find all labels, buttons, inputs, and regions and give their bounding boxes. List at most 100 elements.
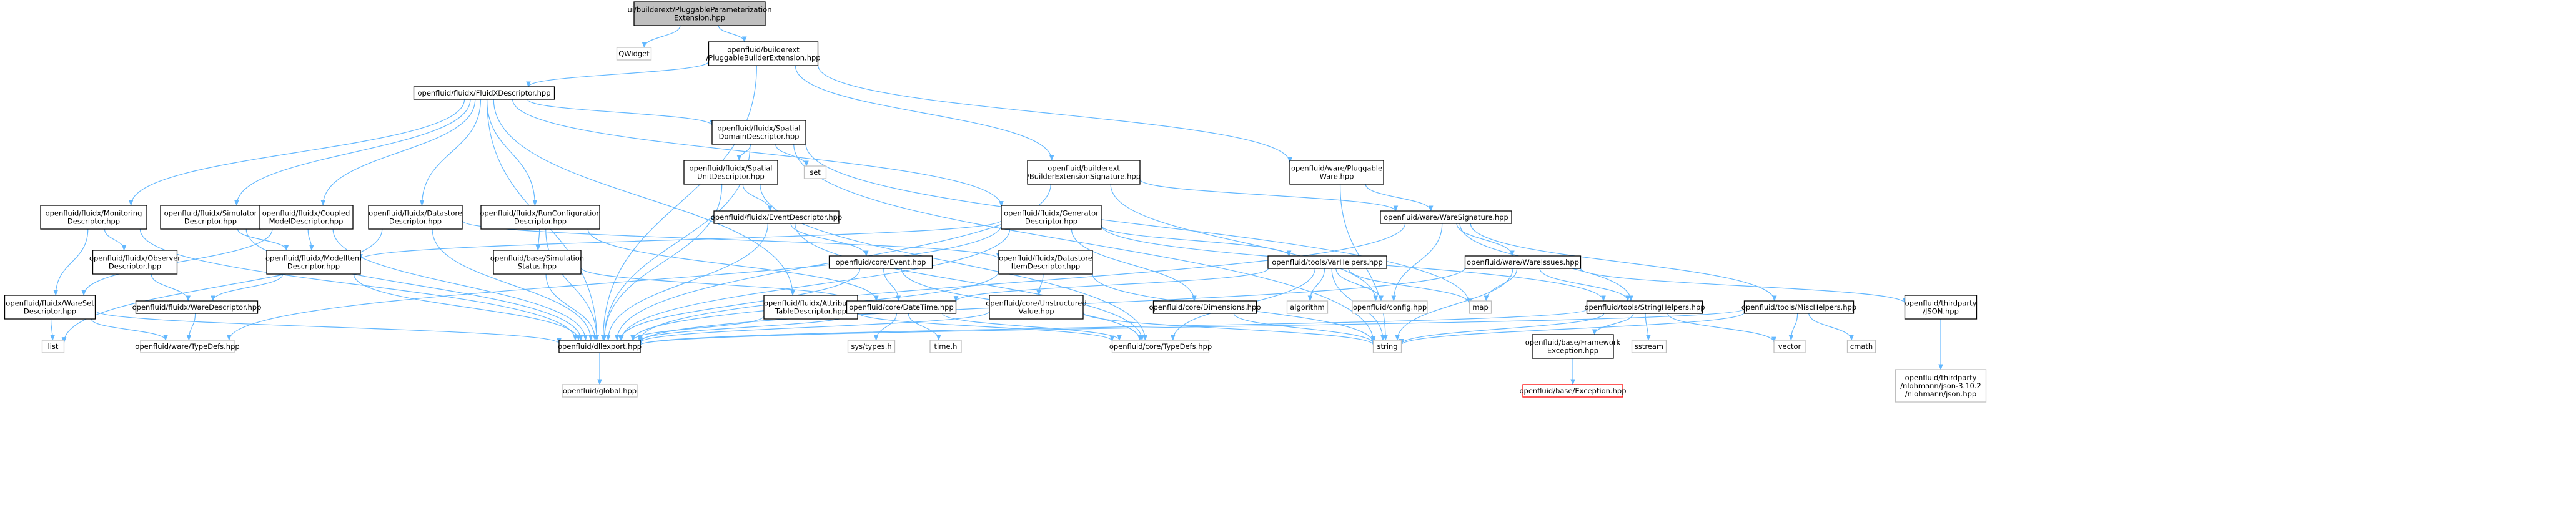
node-vh-label-line: openfluid/tools/VarHelpers.hpp <box>1272 258 1383 267</box>
edge-uv-to-dll <box>638 311 990 344</box>
node-mid-label-line: Descriptor.hpp <box>287 262 340 271</box>
node-vh[interactable]: openfluid/tools/VarHelpers.hpp <box>1267 255 1387 269</box>
node-dt-box <box>846 300 957 314</box>
node-ws-label-line: openfluid/ware/WareSignature.hpp <box>1384 213 1508 222</box>
node-rcd[interactable]: openfluid/fluidx/RunConfigurationDescrip… <box>480 205 601 230</box>
node-cmd-label-line: openfluid/fluidx/Coupled <box>262 209 350 218</box>
node-bes-label-line: openfluid/builderext <box>1048 164 1120 173</box>
node-dim-box <box>1152 300 1257 314</box>
node-sud[interactable]: openfluid/fluidx/SpatialUnitDescriptor.h… <box>683 160 778 185</box>
edge-md-to-wsd <box>53 228 89 296</box>
node-vector-box <box>1773 340 1806 353</box>
node-root: ui/builderext/PluggableParameterizationE… <box>627 1 772 26</box>
node-bes[interactable]: openfluid/builderext/BuilderExtensionSig… <box>1027 160 1141 185</box>
node-algorithm: algorithm <box>1286 300 1329 314</box>
edge-sdd-to-map <box>805 144 1472 305</box>
node-nlohmann: openfluid/thirdparty/nlohmann/json-3.10.… <box>1895 369 1987 403</box>
node-sdd-label-line: openfluid/fluidx/Spatial <box>718 124 801 133</box>
edge-ce-to-dll <box>618 268 861 341</box>
node-sh-label-line: openfluid/tools/StringHelpers.hpp <box>1584 303 1705 312</box>
edge-sh-to-vector <box>1667 313 1776 343</box>
node-dsid[interactable]: openfluid/fluidx/DatastoreItemDescriptor… <box>998 250 1093 275</box>
node-config-box <box>1352 300 1428 314</box>
node-wi[interactable]: openfluid/ware/WareIssues.hpp <box>1464 255 1582 269</box>
node-sud-label-line: UnitDescriptor.hpp <box>697 172 765 181</box>
edge-fxd-to-md <box>128 99 465 206</box>
node-set: set <box>803 165 827 179</box>
node-json[interactable]: openfluid/thirdparty/JSON.hpp <box>1904 295 1978 320</box>
edge-bes-to-ws <box>1139 179 1399 212</box>
edge-gd-to-wtd <box>227 224 1002 341</box>
node-fxd-label-line: openfluid/fluidx/FluidXDescriptor.hpp <box>417 89 550 97</box>
node-string-box <box>1372 340 1402 353</box>
node-mh-box <box>1743 300 1855 314</box>
node-fxd[interactable]: openfluid/fluidx/FluidXDescriptor.hpp <box>413 86 555 100</box>
node-dsid-label-line: ItemDescriptor.hpp <box>1011 262 1080 271</box>
node-list-box <box>41 340 65 353</box>
edge-simd-to-mid <box>237 228 289 251</box>
node-sh[interactable]: openfluid/tools/StringHelpers.hpp <box>1584 300 1705 314</box>
node-pbe[interactable]: openfluid/builderext/PluggableBuilderExt… <box>706 41 821 66</box>
node-sdd[interactable]: openfluid/fluidx/SpatialDomainDescriptor… <box>711 120 806 145</box>
node-dim[interactable]: openfluid/core/Dimensions.hpp <box>1149 300 1261 314</box>
edge-gd-to-dim <box>1071 228 1197 302</box>
node-md[interactable]: openfluid/fluidx/MonitoringDescriptor.hp… <box>40 205 147 230</box>
node-wtd-box <box>140 340 235 353</box>
node-atd-label-line: TableDescriptor.hpp <box>775 307 846 316</box>
node-qwidget: QWidget <box>616 47 652 61</box>
node-bes-box <box>1027 160 1141 185</box>
node-gd-label-line: Descriptor.hpp <box>1025 217 1077 226</box>
node-atd[interactable]: openfluid/fluidx/AttributesTableDescript… <box>763 295 858 320</box>
node-ws[interactable]: openfluid/ware/WareSignature.hpp <box>1380 210 1512 224</box>
edge-dt-to-ctd <box>942 313 1122 341</box>
node-od-label-line: openfluid/fluidx/Observer <box>89 254 181 263</box>
node-root-label-line: ui/builderext/PluggableParameterization <box>627 6 771 14</box>
edge-sdd-to-set <box>775 144 809 167</box>
node-bss-box <box>493 250 582 275</box>
edge-vh-to-algorithm <box>1307 268 1325 302</box>
node-wd[interactable]: openfluid/fluidx/WareDescriptor.hpp <box>132 300 262 314</box>
edge-ed-to-dll <box>605 223 768 341</box>
node-list-label-line: list <box>48 342 59 351</box>
edge-md-to-od <box>104 228 127 251</box>
edge-pw-to-ws <box>1365 184 1434 212</box>
edge-vh-to-config <box>1335 268 1384 302</box>
node-systypes: sys/types.h <box>847 340 896 353</box>
node-cmd[interactable]: openfluid/fluidx/CoupledModelDescriptor.… <box>259 205 354 230</box>
node-wd-box <box>135 300 259 314</box>
edge-wsd-to-dll <box>94 310 562 345</box>
edge-sud-to-ed <box>742 184 773 212</box>
node-json-box <box>1904 295 1978 320</box>
node-dt[interactable]: openfluid/core/DateTime.hpp <box>846 300 957 314</box>
node-dll[interactable]: openfluid/dllexport.hpp <box>558 340 642 353</box>
node-sud-label-line: openfluid/fluidx/Spatial <box>690 164 773 173</box>
node-algorithm-label-line: algorithm <box>1290 303 1325 312</box>
node-sh-box <box>1586 300 1703 314</box>
node-string: string <box>1372 340 1402 353</box>
edge-mh-to-vector <box>1788 313 1798 341</box>
node-mh[interactable]: openfluid/tools/MiscHelpers.hpp <box>1741 300 1856 314</box>
node-ed[interactable]: openfluid/fluidx/EventDescriptor.hpp <box>711 210 842 224</box>
node-dsd-label-line: openfluid/fluidx/Datastore <box>369 209 462 218</box>
node-ce-box <box>828 255 933 269</box>
node-sdd-box <box>711 120 806 145</box>
node-systypes-label-line: sys/types.h <box>851 342 891 351</box>
edge-wi-to-string <box>1395 268 1513 341</box>
edge-fxd-to-sdd <box>527 99 715 127</box>
edge-fxd-to-atd <box>493 99 795 296</box>
edge-fxd-to-cmd <box>320 99 476 206</box>
edge-uv-to-string <box>1082 312 1376 346</box>
node-ce[interactable]: openfluid/core/Event.hpp <box>828 255 933 269</box>
edge-fxd-to-rcd <box>486 99 538 206</box>
node-rcd-box <box>480 205 600 230</box>
